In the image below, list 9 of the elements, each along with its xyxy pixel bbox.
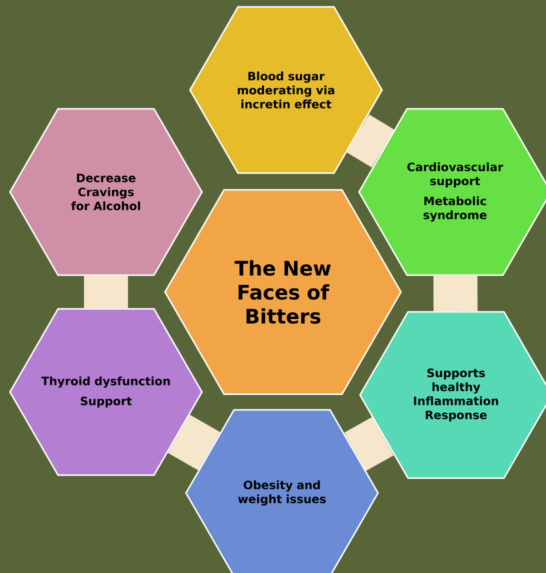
hexagon-box: Supports healthy Inflammation Response [359, 311, 546, 479]
connector-band [344, 417, 394, 471]
hexagon-box: Decrease Cravings for Alcohol [9, 108, 203, 276]
connector-band [168, 414, 220, 470]
hexagon-box: Cardiovascular support Metabolic syndrome [358, 108, 546, 276]
hexagon-box: Blood sugar moderating via incretin effect [189, 6, 383, 174]
hexagon-box: Thyroid dysfunction Support [9, 308, 203, 476]
connector-band [346, 114, 395, 168]
hexagon-box: Obesity and weight issues [185, 409, 379, 573]
